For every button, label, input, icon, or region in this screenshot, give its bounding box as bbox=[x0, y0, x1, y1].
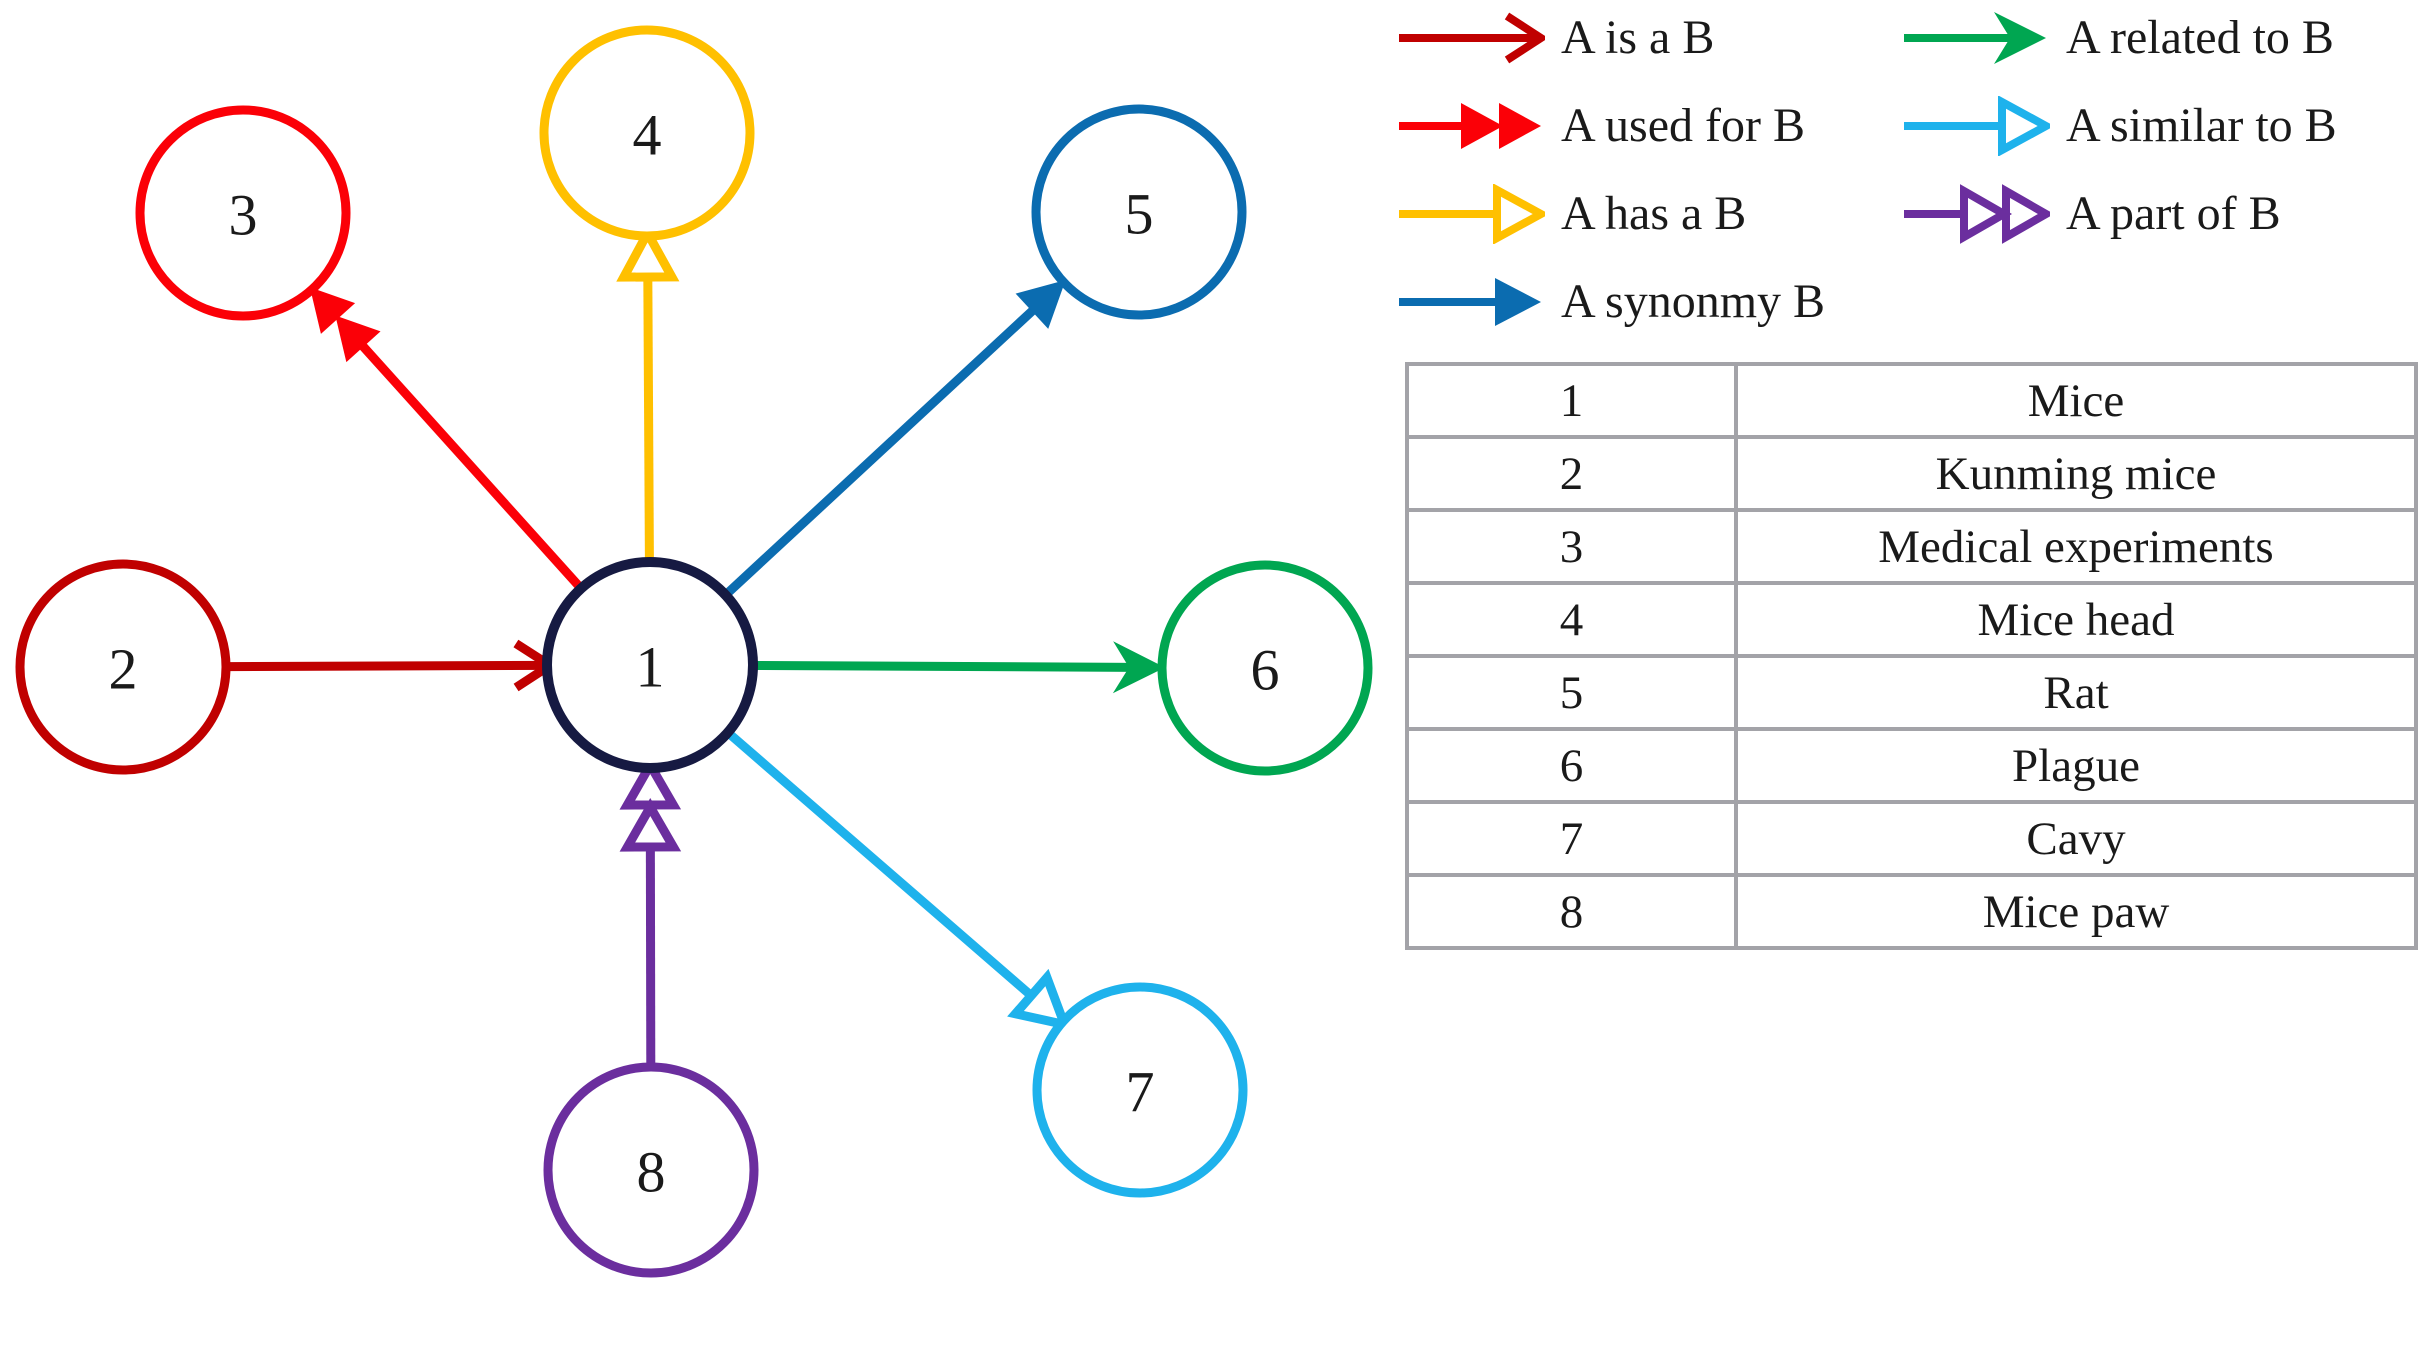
node-circle[interactable] bbox=[542, 557, 758, 773]
node-id-cell: 6 bbox=[1405, 727, 1738, 804]
node-7[interactable]: 7 bbox=[1032, 982, 1248, 1198]
legend-arrow-icon bbox=[1904, 12, 2046, 64]
node-1[interactable]: 1 bbox=[542, 557, 758, 773]
edge-1-to-7: A similar to B bbox=[725, 729, 1072, 1031]
node-term-cell: Plague bbox=[1734, 727, 2418, 804]
node-4[interactable]: 4 bbox=[539, 25, 755, 241]
legend-item-a-synonmy-b: A synonmy B bbox=[1395, 272, 1895, 332]
node-circle[interactable] bbox=[543, 1062, 759, 1278]
legend-item-label: A is a B bbox=[1561, 11, 1715, 64]
node-circle[interactable] bbox=[1032, 982, 1248, 1198]
node-term-cell: Mice bbox=[1734, 362, 2418, 439]
edge-2-to-1: A is a B bbox=[226, 639, 559, 692]
node-id-cell: 2 bbox=[1405, 435, 1738, 512]
node-label: 2 bbox=[109, 637, 138, 702]
node-8[interactable]: 8 bbox=[543, 1062, 759, 1278]
legend-item-a-used-for-b: A used for B bbox=[1395, 96, 1895, 156]
node-circle[interactable] bbox=[1031, 104, 1247, 320]
node-label: 4 bbox=[633, 103, 662, 168]
edge-shaft bbox=[723, 303, 1040, 598]
node-term-cell: Cavy bbox=[1734, 800, 2418, 877]
node-id-cell: 4 bbox=[1405, 581, 1738, 658]
node-layer: 1 2 3 4 5 6 7 8 bbox=[15, 25, 1373, 1278]
edge-1-to-3: A used for B bbox=[309, 287, 584, 591]
legend-item-a-similar-to-b: A similar to B bbox=[1900, 96, 2420, 156]
legend-item-label: A synonmy B bbox=[1561, 275, 1826, 328]
edge-shaft bbox=[753, 661, 1132, 672]
node-2[interactable]: 2 bbox=[15, 559, 231, 775]
concept-graph-panel: A is a B A used for B A has a B A synonmy B… bbox=[15, 25, 1373, 1278]
node-label: 3 bbox=[229, 183, 258, 248]
legend-item-label: A similar to B bbox=[2066, 99, 2337, 152]
legend-item-label: A has a B bbox=[1561, 187, 1747, 240]
node-label: 7 bbox=[1126, 1060, 1155, 1125]
node-6[interactable]: 6 bbox=[1157, 560, 1373, 776]
node-label: 1 bbox=[636, 635, 665, 700]
node-circle[interactable] bbox=[539, 25, 755, 241]
edge-shaft bbox=[226, 660, 549, 672]
legend-arrow-icon bbox=[1904, 96, 2050, 156]
legend-item-a-related-to-b: A related to B bbox=[1900, 8, 2420, 68]
legend-arrow-icon bbox=[1399, 184, 1545, 244]
edge-8-to-1: A part of B bbox=[619, 755, 682, 1067]
legend-item-label: A used for B bbox=[1561, 99, 1805, 152]
edge-1-to-5: A synonmy B bbox=[723, 279, 1066, 598]
legend-arrow-icon bbox=[1904, 184, 2050, 244]
node-id-cell: 7 bbox=[1405, 800, 1738, 877]
edge-shaft bbox=[643, 273, 654, 562]
legend-item-a-is-a-b: A is a B bbox=[1395, 8, 1895, 68]
legend-item-label: A part of B bbox=[2066, 187, 2281, 240]
node-term-cell: Medical experiments bbox=[1734, 508, 2418, 585]
edge-layer: A is a B A used for B A has a B A synonmy B… bbox=[226, 223, 1165, 1067]
legend-item-a-part-of-b: A part of B bbox=[1900, 184, 2420, 244]
node-label: 5 bbox=[1125, 182, 1154, 247]
node-label: 8 bbox=[637, 1140, 666, 1205]
legend-arrow-icon bbox=[1399, 103, 1541, 149]
concept-graph: A is a B A used for B A has a B A synonmy B… bbox=[15, 25, 1373, 1278]
edge-shaft bbox=[725, 729, 1037, 1002]
edge-1-to-6: A related to B bbox=[753, 641, 1165, 694]
node-id-cell: 3 bbox=[1405, 508, 1738, 585]
node-id-cell: 8 bbox=[1405, 873, 1738, 950]
legend-item-a-has-a-b: A has a B bbox=[1395, 184, 1895, 244]
node-3[interactable]: 3 bbox=[135, 105, 351, 321]
node-id-cell: 1 bbox=[1405, 362, 1738, 439]
node-circle[interactable] bbox=[135, 105, 351, 321]
legend-item-label: A related to B bbox=[2066, 11, 2334, 64]
node-term-cell: Mice paw bbox=[1734, 873, 2418, 950]
node-circle[interactable] bbox=[1157, 560, 1373, 776]
relation-legend: A is a B A used for B A has a B A synonmy B… bbox=[1395, 6, 2425, 336]
edge-shaft bbox=[354, 337, 584, 591]
node-term-cell: Kunming mice bbox=[1734, 435, 2418, 512]
node-term-cell: Rat bbox=[1734, 654, 2418, 731]
legend-arrow-icon bbox=[1399, 12, 1545, 64]
node-circle[interactable] bbox=[15, 559, 231, 775]
node-label: 6 bbox=[1251, 638, 1280, 703]
edge-1-to-4: A has a B bbox=[616, 223, 680, 562]
node-id-cell: 5 bbox=[1405, 654, 1738, 731]
legend-arrow-icon bbox=[1399, 278, 1541, 326]
node-term-cell: Mice head bbox=[1734, 581, 2418, 658]
node-5[interactable]: 5 bbox=[1031, 104, 1247, 320]
